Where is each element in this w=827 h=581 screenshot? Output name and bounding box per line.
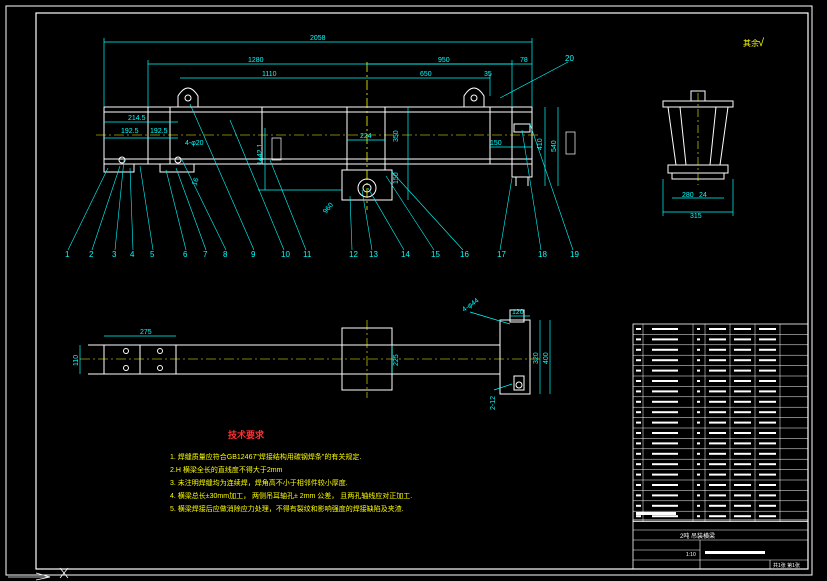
balloon-10: 10 [281,250,290,259]
balloon-18: 18 [538,250,547,259]
balloon-8: 8 [223,250,228,259]
drawing-name: 2吨 吊装横梁 [680,532,715,540]
dim-650: 650 [420,71,432,78]
title-block: 2吨 吊装横梁 1:10 共1张 第1张 [632,512,809,570]
balloon-5: 5 [150,250,155,259]
top-dim-275: 275 [140,329,152,336]
balloon-6: 6 [183,250,188,259]
balloon-14: 14 [401,250,410,259]
technical-requirements: 技术要求 1. 焊缝质量应符合GB12467"焊接结构用碳钢焊条"的有关规定. 2… [170,429,412,513]
balloon-2: 2 [89,250,94,259]
front-view: 2058 1280 1110 950 650 35 78 214.5 192.5… [65,35,579,259]
dim-350: 350 [393,130,400,142]
dim-holes: 4-φ20 [185,140,204,147]
top-dim-320: 320 [533,352,540,364]
balloon-19: 19 [570,250,579,259]
drawing-border [5,5,813,576]
notes-title: 技术要求 [228,429,265,440]
dim-35: 35 [484,71,492,78]
dim-78: 78 [520,57,528,64]
sheet-number: 共1张 第1张 [773,562,800,569]
side-dim-280: 280 [682,192,694,199]
top-dim-400: 400 [543,352,550,364]
dim-410: 410 [537,138,544,150]
balloon-11: 11 [303,250,312,259]
balloon-1: 1 [65,250,70,259]
balloon-16: 16 [460,250,469,259]
dim-1442: 1442.1 [257,143,264,165]
roughness-symbol: √ [758,37,765,49]
top-dim-225: 225 [393,354,400,366]
roughness-prefix: 其余 [743,38,759,48]
dim-950: 950 [438,57,450,64]
balloon-15: 15 [431,250,440,259]
side-dim-24: 24 [699,192,707,199]
parts-list-table [632,323,809,523]
side-dim-315: 315 [690,213,702,220]
dim-150h: 150 [490,140,502,147]
top-view: 275 110 120 320 400 225 2-12 4-φ44 [73,297,551,410]
balloon-4: 4 [130,250,135,259]
dim-192b: 192.5 [150,128,168,135]
top-dim-2-12: 2-12 [490,396,497,410]
balloon-12: 12 [349,250,358,259]
balloon-7: 7 [203,250,208,259]
dim-16: 16 [191,177,200,187]
ucs-icon [8,567,69,581]
balloon-20: 20 [565,54,574,63]
balloon-3: 3 [112,250,117,259]
dim-214: 214.5 [128,115,146,122]
balloon-9: 9 [251,250,256,259]
drawing-scale: 1:10 [686,552,696,558]
note-line: 4. 横梁总长±30mm加工， 两侧吊耳轴孔± 2mm 公差， 且两孔轴线应对正… [170,491,412,500]
note-line: 2.H 横梁全长的直线度不得大于2mm [170,465,283,474]
dim-150v: 150 [393,172,400,184]
dim-540: 540 [551,140,558,152]
top-dim-120: 120 [512,309,524,316]
side-view: 315 280 24 [662,90,734,220]
dim-192a: 192.5 [121,128,139,135]
note-line: 3. 未注明焊缝均为连续焊，焊角高不小于相邻件较小厚度. [170,478,348,487]
balloon-13: 13 [369,250,378,259]
note-line: 5. 横梁焊接后应做消除应力处理，不得有裂纹和影响强度的焊接缺陷及夹渣. [170,504,404,513]
top-dim-110: 110 [73,355,80,366]
dim-overall: 2058 [310,35,326,42]
dim-224: 224 [360,133,372,140]
balloon-17: 17 [497,250,506,259]
dim-1280: 1280 [248,57,264,64]
note-line: 1. 焊缝质量应符合GB12467"焊接结构用碳钢焊条"的有关规定. [170,452,361,461]
dim-1110: 1110 [262,71,277,78]
